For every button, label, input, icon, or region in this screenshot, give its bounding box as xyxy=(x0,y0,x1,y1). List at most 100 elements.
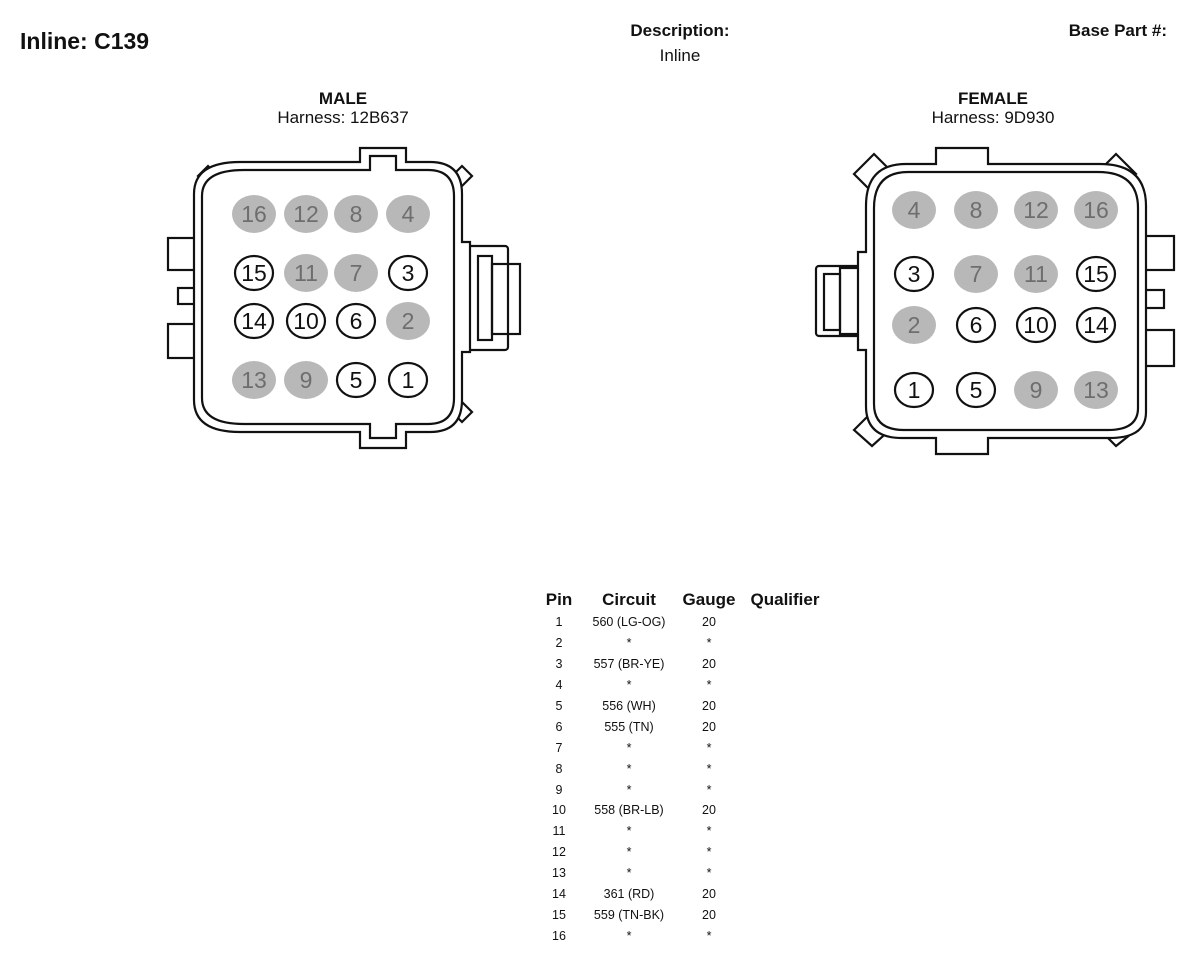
female-cavity-number: 10 xyxy=(1023,312,1049,338)
gauge-cell: * xyxy=(706,866,712,881)
qualifier-cell xyxy=(742,863,828,884)
male-cavity-number: 5 xyxy=(350,367,363,393)
male-cavity xyxy=(232,361,276,399)
female-cavity-number: 1 xyxy=(908,377,921,403)
female-cavity-number: 11 xyxy=(1024,261,1048,287)
female-cavity xyxy=(1015,306,1057,344)
qualifier-cell xyxy=(742,842,828,863)
gauge-cell: 20 xyxy=(702,615,716,630)
pin-cell: 12 xyxy=(552,845,566,860)
female-cavity-number: 4 xyxy=(908,197,921,223)
qualifier-cell xyxy=(742,904,828,925)
female-cavity xyxy=(1074,371,1118,409)
table-row: 9** xyxy=(536,779,828,800)
table-row: 16** xyxy=(536,925,828,946)
female-cavity xyxy=(1014,371,1058,409)
circuit-cell: 557 (BR-YE) xyxy=(593,657,665,672)
male-cavity xyxy=(387,361,429,399)
table-row: 3 557 (BR-YE) 20 xyxy=(536,654,828,675)
male-cavity xyxy=(233,254,275,292)
male-cavity xyxy=(386,302,430,340)
gauge-cell: 20 xyxy=(702,699,716,713)
qualifier-cell xyxy=(742,633,828,654)
gauge-cell: 20 xyxy=(702,719,716,734)
gauge-cell: * xyxy=(706,761,712,776)
circuit-cell: 558 (BR-LB) xyxy=(594,803,664,818)
qualifier-cell xyxy=(742,821,828,842)
gauge-cell: * xyxy=(706,928,712,943)
male-cavity-number: 15 xyxy=(241,260,267,286)
male-cavity-number: 16 xyxy=(241,201,267,227)
circuit-cell: 556 (WH) xyxy=(602,699,656,713)
qualifier-cell xyxy=(742,737,828,758)
circuit-cell: * xyxy=(626,782,632,797)
pin-cell: 13 xyxy=(552,866,566,881)
pin-cell: 3 xyxy=(555,657,563,672)
table-row: 2** xyxy=(536,633,828,654)
table-row: 8 * * xyxy=(536,758,828,779)
male-cavity xyxy=(233,302,275,340)
qualifier-header: Qualifier xyxy=(750,590,820,609)
pin-cell: 8 xyxy=(555,761,563,776)
male-cavity-number: 9 xyxy=(300,367,313,393)
female-cavity-number: 16 xyxy=(1083,197,1109,223)
pin-cell: 6 xyxy=(555,719,563,734)
gauge-cell: 20 xyxy=(702,907,716,922)
male-cavity-number: 13 xyxy=(241,367,267,393)
male-cavity xyxy=(284,361,328,399)
qualifier-cell xyxy=(742,612,828,633)
female-cavity xyxy=(893,371,935,409)
qualifier-cell xyxy=(742,696,828,717)
circuit-cell: 560 (LG-OG) xyxy=(592,615,666,630)
male-cavity-number: 10 xyxy=(293,308,319,334)
qualifier-cell xyxy=(742,716,828,737)
female-label: FEMALE xyxy=(958,89,1028,108)
gauge-cell: * xyxy=(706,845,712,860)
table-row: 11** xyxy=(536,821,828,842)
male-cavity-number: 8 xyxy=(350,201,363,227)
circuit-cell: 361 (RD) xyxy=(603,887,655,902)
pin-cell: 7 xyxy=(555,740,563,755)
male-cavity xyxy=(334,254,378,292)
male-cavity xyxy=(334,195,378,233)
circuit-cell: * xyxy=(626,636,632,651)
female-cavity xyxy=(893,255,935,293)
circuit-cell: * xyxy=(626,824,632,839)
pin-header: Pin xyxy=(545,590,573,609)
gauge-cell: 20 xyxy=(702,887,716,902)
male-cavity-number: 2 xyxy=(402,308,415,334)
female-cavity xyxy=(1075,255,1117,293)
female-connector-body xyxy=(814,146,1176,456)
female-cavity xyxy=(1074,191,1118,229)
male-cavity xyxy=(386,195,430,233)
table-row: 5 556 (WH) 20 xyxy=(536,696,828,717)
gauge-cell: 20 xyxy=(702,657,716,672)
gauge-cell: 20 xyxy=(702,803,716,818)
qualifier-cell xyxy=(742,779,828,800)
female-cavity-number: 12 xyxy=(1023,197,1049,223)
circuit-cell: 559 (TN-BK) xyxy=(593,907,665,922)
description-value: Inline xyxy=(659,46,701,65)
female-cavity-number: 14 xyxy=(1083,312,1109,338)
female-cavity-number: 15 xyxy=(1083,261,1109,287)
circuit-cell: * xyxy=(626,761,632,776)
male-cavity-number: 6 xyxy=(350,308,363,334)
gauge-header: Gauge xyxy=(682,590,736,609)
male-cavity-number: 4 xyxy=(402,201,415,227)
circuit-cell: * xyxy=(626,928,632,943)
female-cavity-number: 3 xyxy=(908,261,921,287)
pin-cell: 5 xyxy=(555,699,563,713)
male-harness: Harness: 12B637 xyxy=(277,108,409,127)
table-row: 12** xyxy=(536,842,828,863)
qualifier-cell xyxy=(742,675,828,696)
female-cavity-number: 2 xyxy=(908,312,921,338)
male-cavity xyxy=(232,195,276,233)
female-cavity-number: 9 xyxy=(1030,377,1043,403)
